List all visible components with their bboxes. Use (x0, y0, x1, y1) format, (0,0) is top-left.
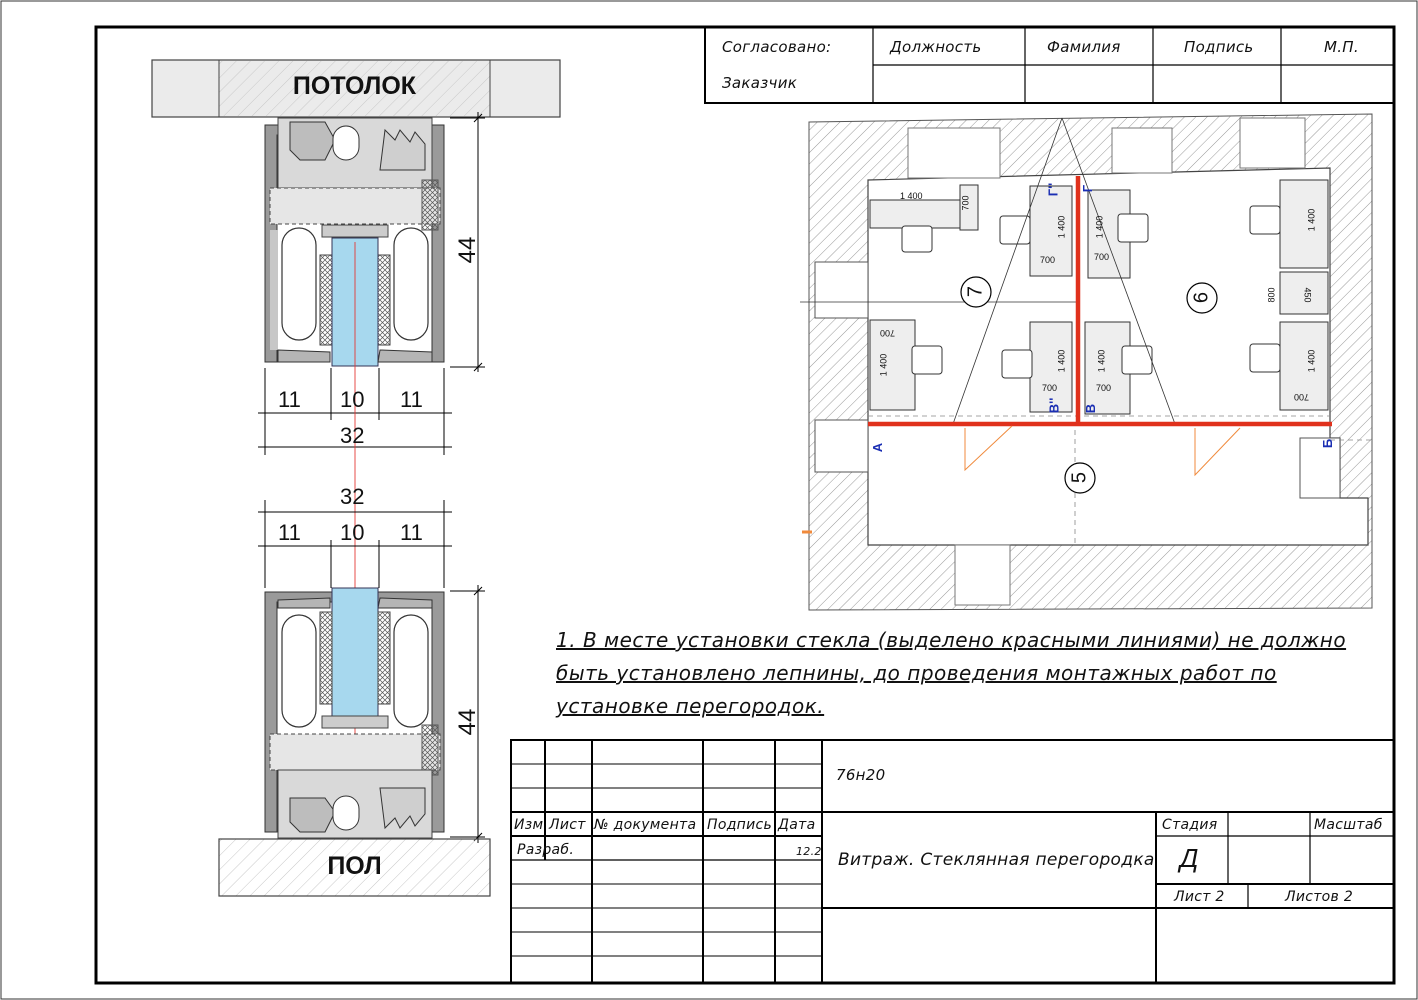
desk-dim: 1 400 (1306, 208, 1317, 232)
desk-dim: 700 (1096, 383, 1112, 393)
desk-dim: 700 (1294, 392, 1310, 402)
scale-label: Масштаб (1314, 817, 1383, 833)
col-date: Дата (778, 817, 816, 833)
ceiling-section (151, 59, 561, 367)
stage-label: Стадия (1162, 817, 1218, 833)
floor-plan (800, 113, 1373, 611)
axis-g2-label: Г'' (1045, 182, 1061, 197)
dim-right-lower: 11 (400, 520, 423, 545)
desk-dim: 1 400 (1094, 215, 1105, 239)
title-block-grid (510, 739, 1395, 984)
ceiling-label: ПОТОЛОК (292, 72, 417, 100)
stage-value: Д (1180, 843, 1199, 873)
axis-g-label: Г (1080, 184, 1096, 193)
approval-agreed-label: Согласовано: (722, 38, 832, 56)
lower-dimensions (258, 500, 485, 843)
desk-dim: 450 (1302, 287, 1313, 303)
desk-dim: 1 400 (1306, 349, 1317, 373)
sheet-number: Лист 2 (1174, 889, 1225, 905)
dim-height-lower: 44 (454, 708, 481, 736)
axis-v-label: В (1083, 403, 1099, 414)
document-code: 76н20 (836, 766, 886, 784)
dim-height-upper: 44 (454, 236, 481, 264)
drawing-title: Витраж. Стеклянная перегородка (838, 850, 1155, 870)
desk-dim: 1 400 (878, 353, 889, 377)
floor-label: ПОЛ (327, 852, 382, 880)
desk-dim: 700 (880, 328, 896, 338)
room-5-label: 5 (1068, 471, 1091, 484)
col-sheet: Лист (549, 817, 586, 833)
installation-note: 1. В месте установки стекла (выделено кр… (556, 628, 1347, 718)
sheet-count: Листов 2 (1285, 889, 1354, 905)
developed-date: 12.2 (796, 845, 822, 858)
floor-section (218, 587, 491, 897)
dim-glass-lower: 10 (340, 520, 365, 545)
desk-dim: 800 (1266, 287, 1277, 303)
approval-table (704, 26, 1395, 104)
axis-v2-label: В'' (1046, 397, 1062, 414)
developed-label: Разраб. (517, 842, 575, 858)
axis-a-label: А (870, 442, 886, 453)
desk-dim: 1 400 (900, 191, 923, 201)
approval-header-seal: М.П. (1324, 38, 1359, 56)
desk-dim: 700 (1042, 383, 1058, 393)
desk-dim: 700 (1040, 255, 1056, 265)
col-document-number: № документа (594, 817, 697, 833)
dim-left-lower: 11 (278, 520, 301, 545)
approval-customer-label: Заказчик (722, 74, 798, 92)
dim-left-upper: 11 (278, 387, 301, 412)
dim-glass-upper: 10 (340, 387, 365, 412)
desk-dim: 700 (1094, 252, 1110, 262)
desk-dim: 1 400 (1056, 215, 1067, 239)
dim-total-upper: 32 (340, 423, 365, 448)
approval-header-surname: Фамилия (1047, 38, 1121, 56)
col-signature: Подпись (707, 817, 773, 833)
dim-total-lower: 32 (340, 484, 365, 509)
desk-dim: 1 400 (1056, 349, 1067, 373)
approval-header-signature: Подпись (1184, 38, 1254, 56)
axis-b-label: Б (1320, 438, 1336, 449)
approval-header-position: Должность (890, 38, 982, 56)
room-6-label: 6 (1190, 291, 1213, 304)
desk-dim: 700 (960, 195, 971, 211)
desk-dim: 1 400 (1096, 349, 1107, 373)
dim-right-upper: 11 (400, 387, 423, 412)
col-change: Изм (514, 817, 544, 833)
room-7-label: 7 (964, 285, 987, 298)
